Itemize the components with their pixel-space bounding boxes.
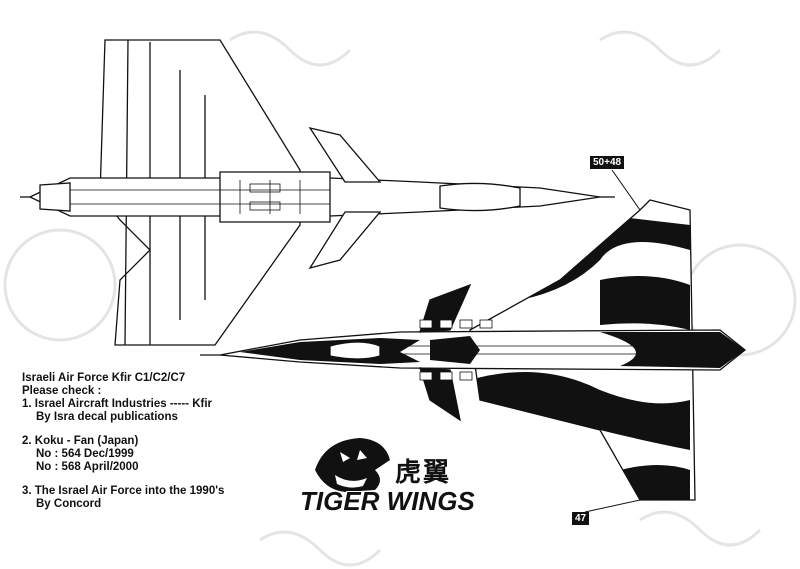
reference-notes: Israeli Air Force Kfir C1/C2/C7 Please c…: [22, 372, 224, 511]
reference-1: 1. Israel Aircraft Industries ----- Kfir: [22, 398, 213, 410]
reference-3-detail: By Concord: [36, 498, 102, 510]
reference-2: 2. Koku - Fan (Japan): [22, 435, 139, 447]
logo-chinese-text: 虎翼: [395, 458, 452, 488]
notes-please-check: Please check :: [22, 385, 102, 397]
reference-1-detail: By Isra decal publications: [36, 411, 178, 423]
serial-tag-top: 50+48: [590, 156, 625, 169]
reference-2-detail-b: No : 568 April/2000: [36, 461, 139, 473]
reference-3: 3. The Israel Air Force into the 1990's: [22, 485, 225, 497]
logo-english-text: TIGER WINGS: [300, 486, 475, 516]
reference-2-detail-a: No : 564 Dec/1999: [36, 448, 134, 460]
tiger-head-logo-icon: [315, 438, 390, 492]
serial-tag-bottom: 47: [572, 512, 590, 525]
notes-title: Israeli Air Force Kfir C1/C2/C7: [22, 372, 186, 384]
